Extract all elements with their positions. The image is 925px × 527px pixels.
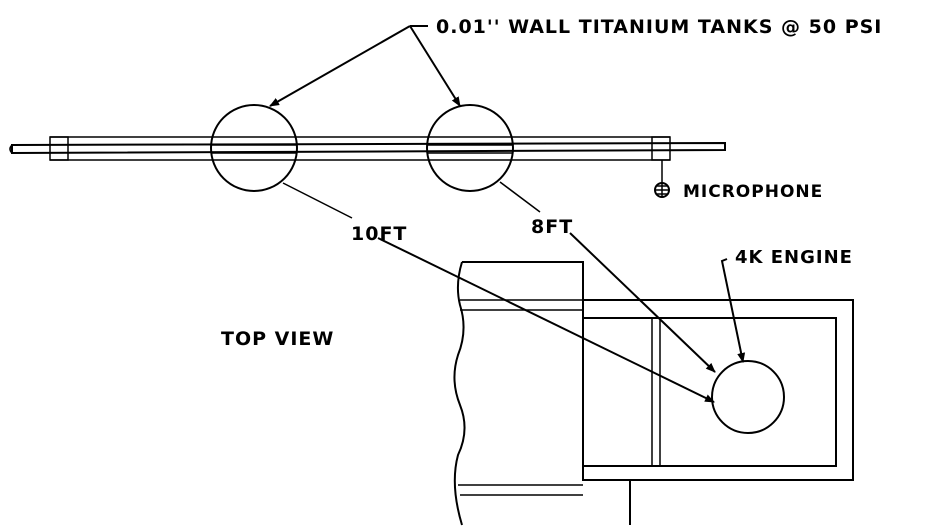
engine-housing-outer bbox=[582, 299, 854, 481]
leader-8ft bbox=[499, 181, 541, 213]
ten-ft-label: 10FT bbox=[351, 223, 407, 245]
leader-10ft bbox=[282, 182, 353, 219]
tanks-label: 0.01'' WALL TITANIUM TANKS @ 50 PSI bbox=[436, 16, 882, 38]
tank-8ft bbox=[426, 104, 514, 192]
arrow-8ft bbox=[569, 232, 716, 373]
left-end-block bbox=[49, 136, 69, 161]
engine-label: 4K ENGINE bbox=[735, 247, 853, 268]
top-view-label: TOP VIEW bbox=[221, 328, 334, 350]
eight-ft-label: 8FT bbox=[531, 216, 573, 238]
engine-circle bbox=[711, 360, 785, 434]
tank-10ft bbox=[210, 104, 298, 192]
tanks-arrow-right bbox=[409, 25, 461, 107]
engine-housing-inner bbox=[582, 317, 837, 467]
arrow-10ft bbox=[377, 237, 715, 403]
top-view bbox=[453, 261, 854, 526]
microphone-label: MICROPHONE bbox=[683, 182, 823, 202]
tanks-arrow-left bbox=[269, 25, 411, 107]
arrow-engine bbox=[720, 258, 746, 363]
boom-rod bbox=[11, 141, 726, 155]
right-end-block bbox=[651, 136, 671, 161]
side-view bbox=[9, 104, 726, 198]
